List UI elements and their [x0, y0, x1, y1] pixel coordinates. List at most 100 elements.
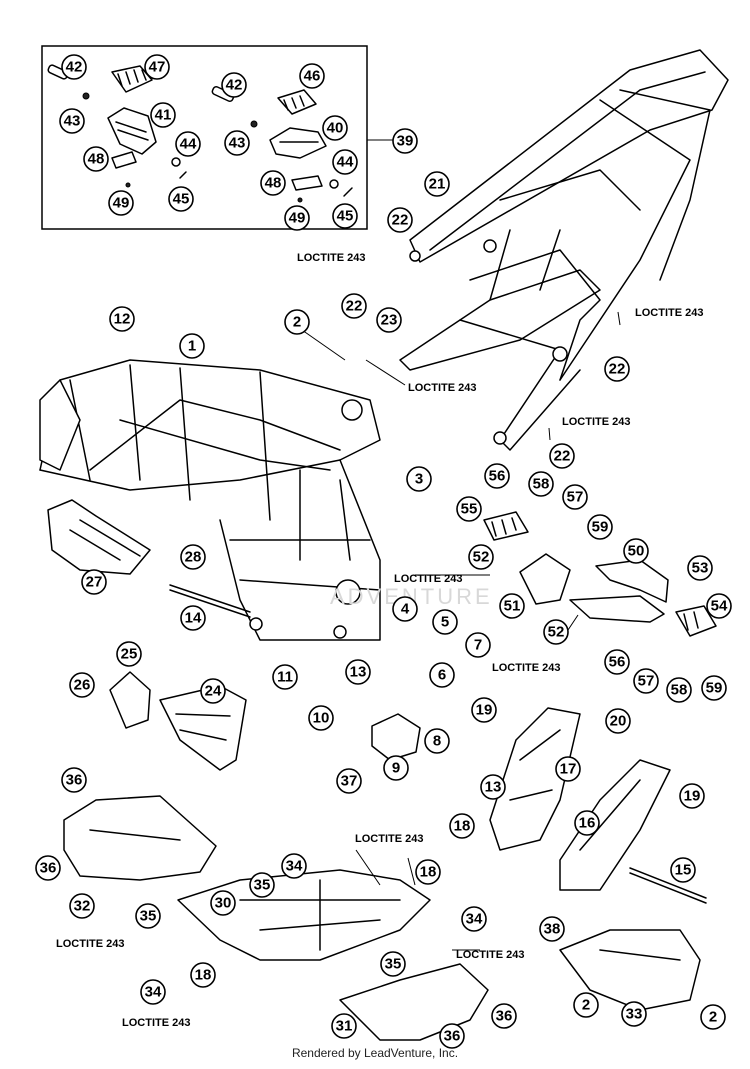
svg-text:6: 6 — [438, 667, 446, 684]
callout-13: 13 — [345, 659, 371, 685]
callout-58: 58 — [528, 471, 554, 497]
svg-text:53: 53 — [692, 560, 709, 577]
loctite-note: LOCTITE 243 — [456, 949, 524, 961]
callout-57: 57 — [562, 484, 588, 510]
callout-30: 30 — [210, 890, 236, 916]
skid-plate-30 — [177, 869, 431, 961]
svg-text:57: 57 — [638, 673, 655, 690]
svg-text:55: 55 — [461, 501, 478, 518]
callout-51: 51 — [499, 593, 525, 619]
footrest-bracket-right — [489, 707, 581, 851]
callout-18: 18 — [415, 859, 441, 885]
callout-41: 41 — [150, 102, 176, 128]
skid-plate-33 — [559, 929, 701, 1011]
callout-5: 5 — [432, 609, 458, 635]
svg-text:48: 48 — [88, 151, 105, 168]
callout-22: 22 — [604, 356, 630, 382]
svg-text:33: 33 — [626, 1006, 643, 1023]
svg-text:52: 52 — [473, 549, 490, 566]
svg-text:5: 5 — [441, 614, 449, 631]
callout-13: 13 — [480, 774, 506, 800]
svg-text:22: 22 — [609, 361, 626, 378]
callout-45: 45 — [168, 186, 194, 212]
callout-45: 45 — [332, 203, 358, 229]
callout-39: 39 — [392, 128, 418, 154]
svg-text:18: 18 — [454, 818, 471, 835]
callout-52: 52 — [543, 619, 569, 645]
callout-49: 49 — [108, 190, 134, 216]
svg-text:14: 14 — [185, 610, 202, 627]
svg-text:36: 36 — [496, 1008, 513, 1025]
callout-46: 46 — [299, 63, 325, 89]
loctite-note: LOCTITE 243 — [408, 382, 476, 394]
rear-subframe — [399, 49, 729, 451]
callout-36: 36 — [61, 767, 87, 793]
svg-text:11: 11 — [277, 669, 293, 686]
callout-40: 40 — [322, 115, 348, 141]
callout-57: 57 — [633, 668, 659, 694]
callout-6: 6 — [429, 662, 455, 688]
svg-text:2: 2 — [709, 1009, 717, 1026]
callout-59: 59 — [587, 514, 613, 540]
svg-text:27: 27 — [86, 574, 103, 591]
callout-2: 2 — [284, 309, 310, 335]
main-frame — [39, 359, 381, 641]
svg-text:42: 42 — [66, 59, 83, 76]
svg-text:52: 52 — [548, 624, 565, 641]
svg-text:58: 58 — [533, 476, 550, 493]
callout-27: 27 — [81, 569, 107, 595]
mounting-block — [371, 713, 421, 761]
svg-text:44: 44 — [337, 154, 354, 171]
svg-text:46: 46 — [304, 68, 321, 85]
callout-22: 22 — [387, 207, 413, 233]
svg-text:2: 2 — [582, 997, 590, 1014]
svg-text:34: 34 — [145, 984, 162, 1001]
callout-34: 34 — [140, 979, 166, 1005]
frame-guard-left — [47, 499, 151, 575]
svg-text:43: 43 — [229, 135, 246, 152]
callout-26: 26 — [69, 672, 95, 698]
svg-text:49: 49 — [289, 210, 306, 227]
svg-text:18: 18 — [195, 967, 212, 984]
loctite-note: LOCTITE 243 — [297, 252, 365, 264]
callout-2: 2 — [573, 992, 599, 1018]
svg-text:2: 2 — [293, 314, 301, 331]
callout-4: 4 — [392, 596, 418, 622]
svg-text:47: 47 — [149, 59, 166, 76]
skid-plate-32 — [63, 795, 217, 881]
svg-text:22: 22 — [392, 212, 409, 229]
callout-22: 22 — [341, 293, 367, 319]
callout-44: 44 — [175, 131, 201, 157]
callout-22: 22 — [549, 443, 575, 469]
callout-44: 44 — [332, 149, 358, 175]
svg-text:12: 12 — [114, 311, 131, 328]
callout-28: 28 — [180, 544, 206, 570]
callout-14: 14 — [180, 605, 206, 631]
callout-48: 48 — [260, 170, 286, 196]
svg-text:59: 59 — [706, 680, 723, 697]
callout-25: 25 — [116, 641, 142, 667]
svg-text:35: 35 — [385, 956, 402, 973]
callout-53: 53 — [687, 555, 713, 581]
callout-56: 56 — [604, 649, 630, 675]
svg-text:25: 25 — [121, 646, 138, 663]
svg-text:24: 24 — [205, 683, 222, 700]
svg-text:22: 22 — [346, 298, 363, 315]
callout-36: 36 — [491, 1003, 517, 1029]
svg-text:17: 17 — [560, 761, 577, 778]
callout-54: 54 — [706, 593, 732, 619]
svg-text:40: 40 — [327, 120, 344, 137]
svg-text:59: 59 — [592, 519, 609, 536]
callout-47: 47 — [144, 54, 170, 80]
svg-text:35: 35 — [140, 908, 157, 925]
loctite-note: LOCTITE 243 — [122, 1017, 190, 1029]
callout-36: 36 — [35, 855, 61, 881]
svg-text:28: 28 — [185, 549, 202, 566]
svg-text:34: 34 — [466, 911, 483, 928]
loctite-note: LOCTITE 243 — [56, 938, 124, 950]
svg-text:39: 39 — [397, 133, 414, 150]
callout-56: 56 — [484, 463, 510, 489]
svg-text:3: 3 — [415, 471, 423, 488]
callout-49: 49 — [284, 205, 310, 231]
svg-text:9: 9 — [392, 760, 400, 777]
